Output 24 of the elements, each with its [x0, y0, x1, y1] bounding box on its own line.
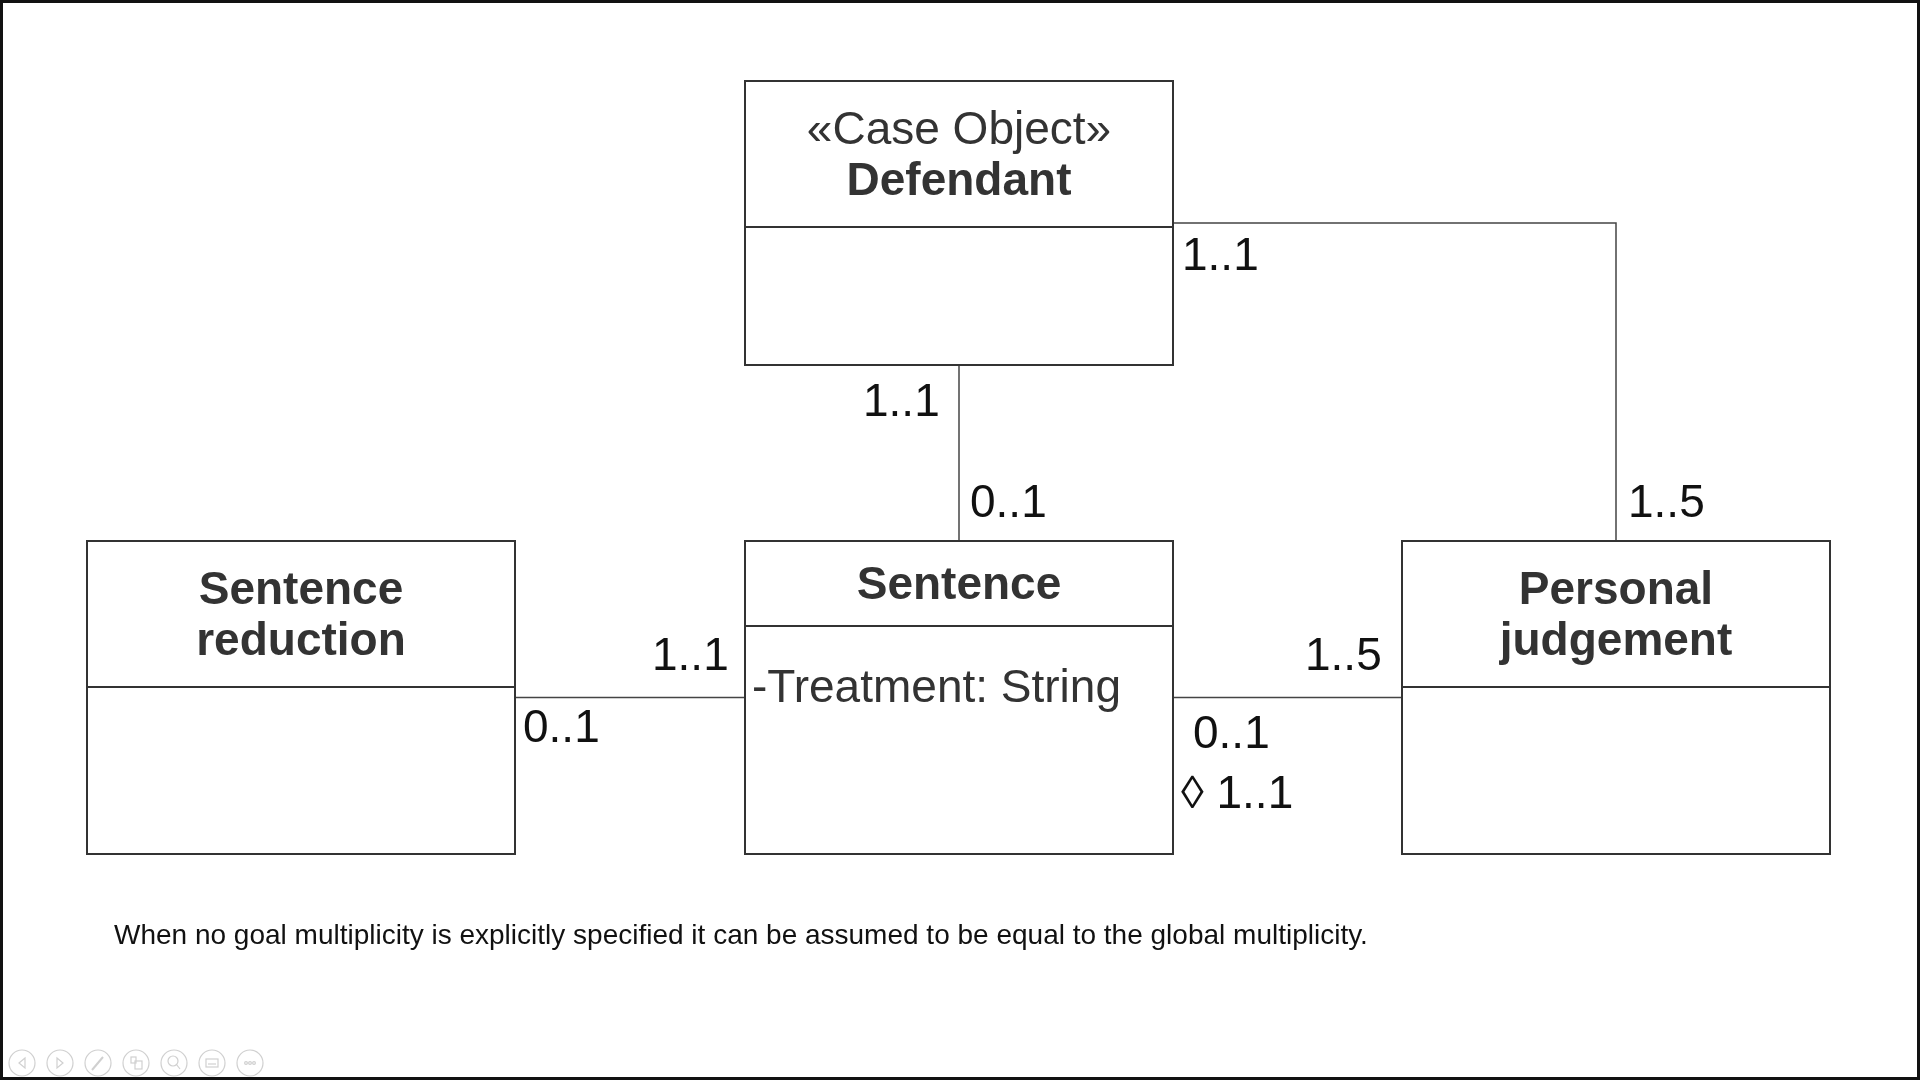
- multiplicity-label: 0..1: [970, 478, 1047, 524]
- multiplicity-label: ◊ 1..1: [1181, 769, 1294, 815]
- association-line: [958, 365, 960, 541]
- class-box: [744, 540, 1174, 855]
- class-name: Sentence: [856, 558, 1062, 609]
- stereotype-label: «Case Object»: [806, 103, 1112, 154]
- association-line: [1173, 222, 1617, 541]
- multiplicity-label: 1..5: [1305, 631, 1382, 677]
- class-box: [744, 80, 1174, 366]
- multiplicity-label: 1..1: [1182, 231, 1259, 277]
- class-name: Personal judgement: [1498, 563, 1734, 665]
- multiplicity-label: 1..5: [1628, 478, 1705, 524]
- multiplicity-label: 1..1: [863, 377, 940, 423]
- association-line: [515, 696, 745, 699]
- multiplicity-label: 0..1: [523, 703, 600, 749]
- association-line: [1173, 696, 1402, 699]
- class-name: Sentence reduction: [195, 563, 407, 665]
- class-name: Defendant: [846, 154, 1072, 205]
- class-box: [86, 540, 516, 855]
- class-box: [1401, 540, 1831, 855]
- attribute-text: -Treatment: String: [752, 659, 1122, 713]
- multiplicity-label: 0..1: [1193, 709, 1270, 755]
- multiplicity-label: 1..1: [652, 631, 729, 677]
- footnote: When no goal multiplicity is explicitly specified it can be assumed to be equal to the global multiplicity.: [114, 919, 1368, 951]
